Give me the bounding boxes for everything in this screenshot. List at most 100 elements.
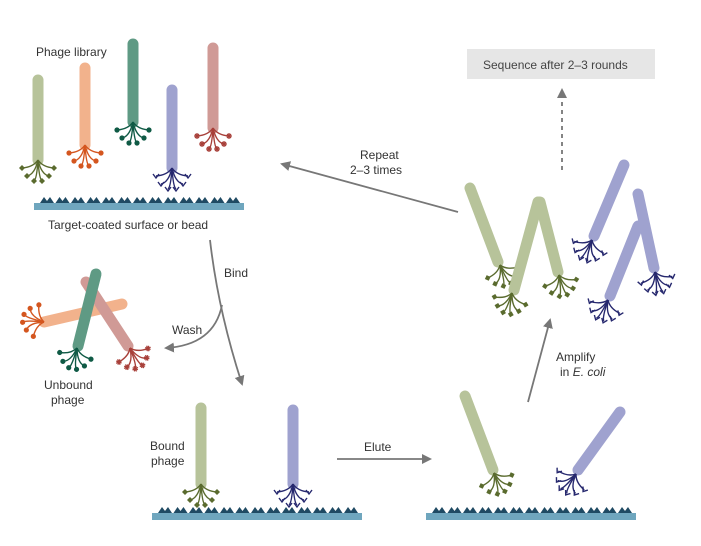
target-surface-label: Target-coated surface or bead	[48, 218, 208, 232]
surface-notch	[226, 197, 240, 203]
surface-notch	[189, 507, 203, 513]
fiber-tip	[157, 181, 165, 188]
receptor-fibers	[571, 238, 608, 264]
surface-notch	[40, 197, 54, 203]
fiber-tip	[132, 365, 139, 372]
fiber-tip	[573, 247, 580, 254]
fiber-tip	[637, 280, 645, 287]
surface-notch	[251, 507, 265, 513]
fiber-tip	[478, 483, 485, 489]
fiber-tip	[221, 141, 227, 147]
surface-notch	[509, 507, 524, 513]
target-surface-bound	[152, 507, 362, 520]
fiber-tip	[494, 302, 501, 309]
surface-notch	[587, 507, 601, 513]
fiber-tip	[300, 497, 308, 504]
unbound-phage-rose	[80, 276, 151, 372]
amplified-phage-periwinkle-2	[632, 188, 676, 297]
fiber-tip	[36, 302, 42, 308]
fiber-tip	[30, 333, 36, 339]
fiber-tip	[214, 146, 220, 152]
bound-label-line1: Bound	[150, 439, 185, 453]
wash-label: Wash	[172, 323, 202, 337]
fiber-tip	[582, 486, 589, 493]
fiber-tip	[571, 238, 579, 245]
surface-notch	[195, 197, 209, 203]
fiber-tip	[206, 146, 212, 152]
fiber-tip	[123, 364, 130, 371]
fiber-tip	[542, 283, 548, 290]
fiber-tip	[593, 314, 601, 321]
receptor-fibers	[478, 472, 515, 497]
surface-notch	[478, 507, 493, 513]
surface-notch	[210, 197, 225, 203]
fiber-tip	[573, 276, 580, 283]
surface-notch	[179, 197, 194, 203]
receptor-fibers	[637, 271, 676, 297]
eluted-phage-periwinkle	[555, 406, 626, 496]
fiber-tip	[573, 490, 580, 496]
surface-notch	[173, 507, 188, 513]
fiber-tip	[73, 366, 80, 372]
fiber-tip	[134, 140, 140, 146]
fiber-tip	[66, 150, 72, 156]
fiber-tip	[57, 349, 63, 356]
fiber-tip	[500, 309, 506, 316]
fiber-tip	[139, 362, 146, 369]
surface-notch	[102, 197, 116, 203]
amplified-phage-sage-3	[534, 196, 580, 300]
target-surface-top	[34, 197, 244, 210]
fiber-tip	[492, 280, 498, 287]
surface-notch	[133, 197, 147, 203]
repeat-label-line2: 2–3 times	[350, 163, 402, 177]
receptor-fibers	[114, 121, 152, 146]
fiber-tip	[659, 288, 667, 295]
fiber-tip	[585, 257, 592, 264]
fiber-tip	[71, 158, 77, 164]
fiber-tip	[146, 127, 152, 133]
fiber-tip	[570, 285, 577, 292]
amplify-arrow	[527, 318, 553, 403]
target-surface-eluted	[426, 507, 636, 520]
fiber-tip	[114, 127, 120, 133]
wash-arrow	[164, 304, 223, 353]
fiber-tip	[522, 301, 529, 308]
receptor-fibers	[273, 483, 313, 509]
repeat-arrow	[280, 161, 459, 213]
fiber-tip	[589, 307, 596, 314]
library-phage-sage	[19, 74, 57, 184]
surface-notch	[525, 507, 539, 513]
fiber-tip	[593, 255, 601, 262]
fiber-tip	[184, 173, 192, 180]
fiber-tip	[78, 163, 84, 169]
fiber-tip	[494, 491, 501, 497]
fiber-tip	[194, 502, 200, 508]
library-phage-peach	[66, 62, 104, 169]
receptor-fibers	[491, 292, 529, 318]
fiber-tip	[515, 308, 522, 315]
fiber-tip	[564, 489, 571, 496]
receptor-fibers	[542, 274, 580, 300]
fiber-tip	[285, 502, 293, 509]
surface-notch	[86, 197, 101, 203]
surface-notch	[158, 507, 172, 513]
fiber-tip	[273, 489, 281, 496]
surface-notch	[344, 507, 358, 513]
eluted-phage-sage	[459, 390, 515, 497]
fiber-tip	[81, 363, 88, 369]
fiber-tip	[98, 150, 104, 156]
fiber-tip	[93, 158, 99, 164]
fiber-tip	[484, 275, 491, 281]
fiber-tip	[564, 291, 571, 298]
amplify-label-line2: in E. coli	[560, 365, 606, 379]
fiber-tip	[126, 140, 132, 146]
receptor-fibers	[587, 298, 624, 324]
fiber-tip	[668, 273, 676, 280]
surface-notch	[71, 197, 85, 203]
fiber-tip	[609, 315, 617, 322]
fiber-tip	[556, 467, 563, 474]
phage-library-label: Phage library	[36, 45, 107, 59]
fiber-tip	[20, 319, 26, 325]
